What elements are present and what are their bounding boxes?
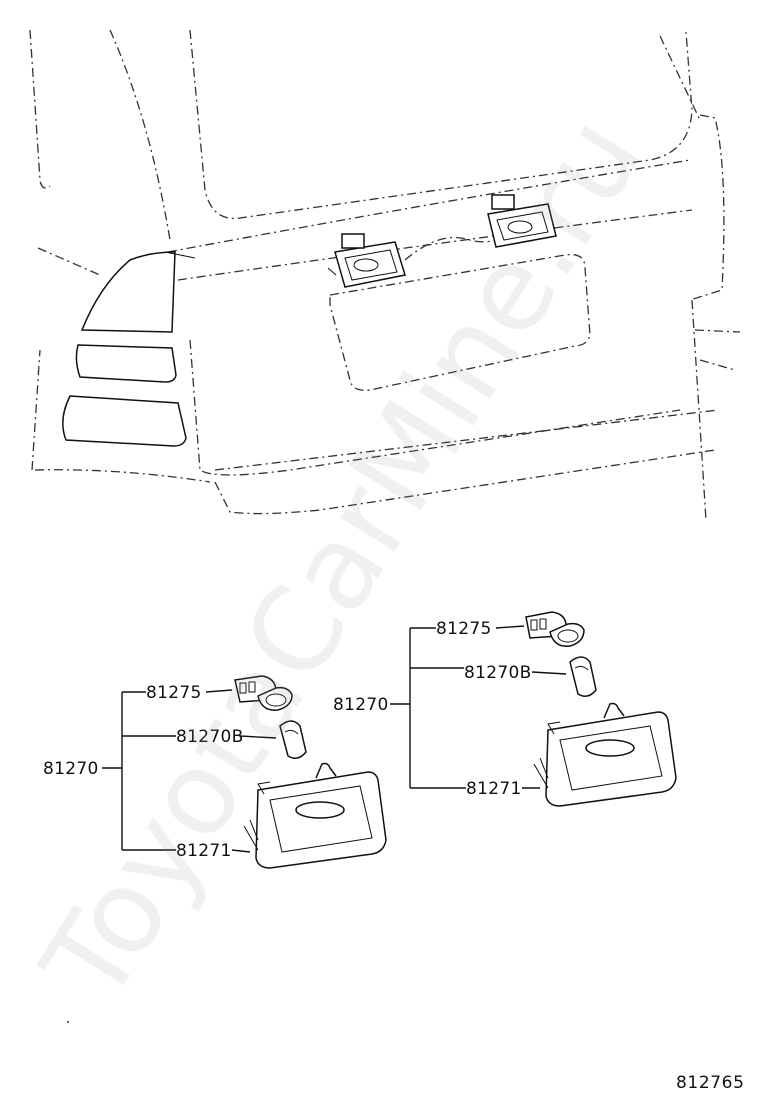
label-81270B-left: 81270B [176, 727, 244, 747]
lens-housing-81271-right [533, 702, 677, 807]
socket-81275-left [234, 675, 293, 711]
lens-housing-81271-left [243, 762, 387, 869]
bulb-81270B-left [279, 720, 307, 759]
right-lamp-assembly-group: 81270 81275 81270B 81271 [333, 611, 677, 807]
label-81270-left: 81270 [43, 759, 99, 779]
label-81275-right: 81275 [436, 619, 492, 639]
tail-lamp [62, 251, 196, 447]
label-81271-right: 81271 [466, 779, 522, 799]
label-81271-left: 81271 [176, 841, 232, 861]
installed-licence-lamp-left [327, 233, 406, 288]
label-81270B-right: 81270B [464, 663, 532, 683]
bulb-81270B-right [569, 656, 597, 697]
installed-licence-lamp-right [487, 194, 557, 248]
figure-number: 812765 [676, 1073, 745, 1093]
vehicle-rear-outline [29, 29, 741, 521]
label-81270-right: 81270 [333, 695, 389, 715]
left-lamp-assembly-group: 81270 81275 81270B 81271 [43, 675, 387, 869]
socket-81275-right [525, 611, 585, 647]
label-81275-left: 81275 [146, 683, 202, 703]
